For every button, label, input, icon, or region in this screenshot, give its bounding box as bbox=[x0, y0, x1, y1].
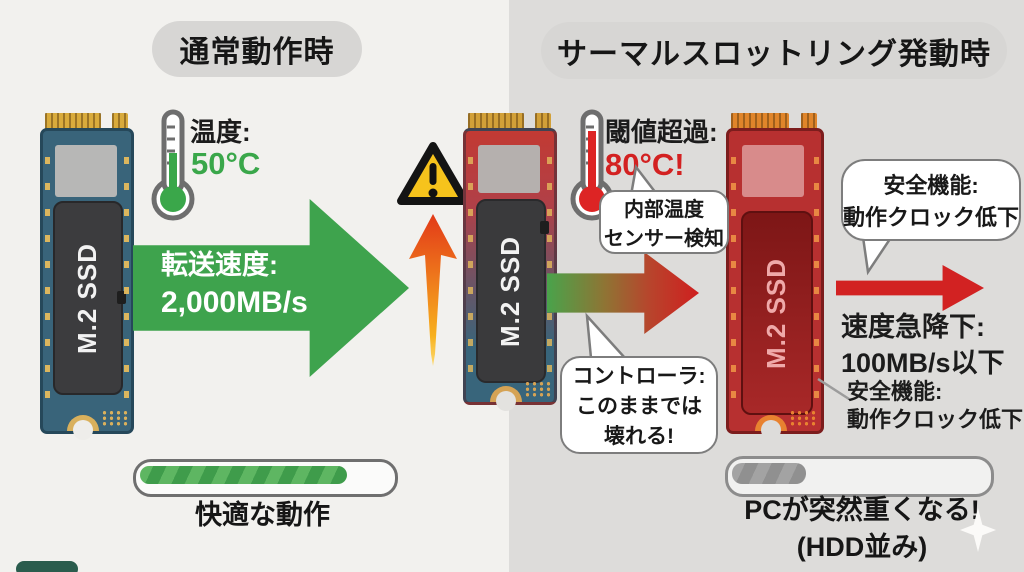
ssd-connector bbox=[463, 113, 557, 131]
ssd-chip: M.2 SSD bbox=[741, 211, 813, 415]
temperature-label: 温度: bbox=[190, 117, 251, 147]
ssd-chip-label: M.2 SSD bbox=[495, 235, 526, 347]
header-throttled-title: サーマルスロットリング発動時 bbox=[557, 37, 991, 71]
ssd-normal: M.2 SSD bbox=[40, 113, 134, 440]
threshold-value: 80°C! bbox=[605, 147, 685, 182]
threshold-label: 閾値超過: bbox=[605, 117, 718, 147]
header-normal: 通常動作時 bbox=[152, 21, 362, 77]
ssd-board: M.2 SSD bbox=[40, 128, 134, 440]
ssd-connector bbox=[40, 113, 134, 131]
ssd-chip: M.2 SSD bbox=[476, 199, 546, 383]
ssd-chip-label: M.2 SSD bbox=[761, 257, 792, 369]
controller-bubble: コントローラ: このままでは 壊れる! bbox=[560, 356, 718, 454]
heat-rise-arrow-icon bbox=[409, 214, 457, 366]
transfer-speed-text: 転送速度: 2,000MB/s bbox=[161, 250, 308, 319]
corner-accent bbox=[16, 561, 78, 572]
ssd-sticker bbox=[55, 145, 117, 197]
ssd-chip-label: M.2 SSD bbox=[72, 242, 103, 354]
ssd-connector bbox=[726, 113, 824, 131]
ssd-chip: M.2 SSD bbox=[53, 201, 123, 395]
ssd-board: M.2 SSD bbox=[463, 128, 557, 411]
safety-note-text: 安全機能: 動作クロック低下 bbox=[847, 379, 1024, 432]
progress-normal bbox=[133, 459, 398, 497]
temperature-value: 50°C bbox=[191, 146, 261, 181]
progress-throttled bbox=[725, 456, 994, 497]
safety-bubble: 安全機能: 動作クロック低下 bbox=[841, 159, 1021, 241]
progress-normal-label: 快適な動作 bbox=[195, 500, 330, 530]
thermometer-normal-icon bbox=[151, 109, 195, 221]
ssd-board: M.2 SSD bbox=[726, 128, 824, 440]
header-throttled: サーマルスロットリング発動時 bbox=[541, 22, 1007, 79]
warning-icon bbox=[397, 142, 469, 205]
ssd-heating: M.2 SSD bbox=[463, 113, 557, 411]
header-normal-title: 通常動作時 bbox=[179, 36, 335, 69]
ssd-sticker bbox=[742, 145, 804, 197]
progress-throttled-label: PCが突然重くなる! (HDD並み) bbox=[744, 495, 980, 562]
ssd-throttled: M.2 SSD bbox=[726, 113, 824, 440]
controller-bubble-tail bbox=[585, 312, 628, 360]
progress-normal-fill bbox=[140, 466, 347, 484]
safety-note-connector-line bbox=[817, 377, 850, 401]
ssd-sticker bbox=[478, 145, 540, 193]
progress-throttled-fill bbox=[732, 463, 806, 484]
sensor-bubble: 内部温度 センサー検知 bbox=[599, 190, 729, 254]
speed-drop-text: 速度急降下: 100MB/s以下 bbox=[841, 312, 1005, 378]
